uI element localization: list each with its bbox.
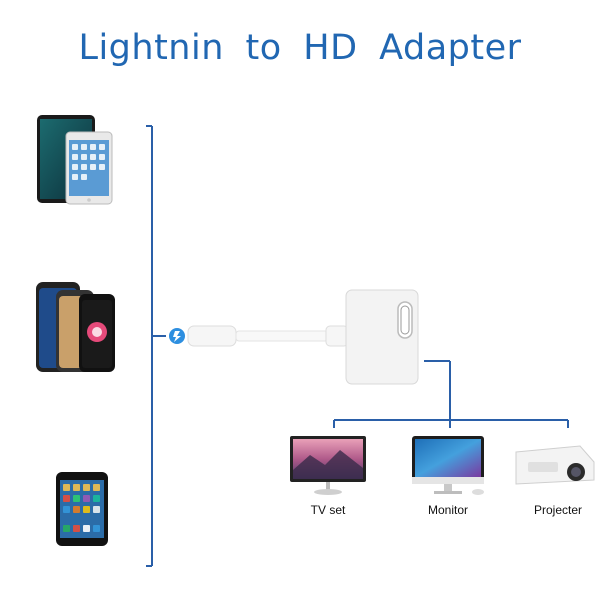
- monitor-label: Monitor: [427, 503, 468, 517]
- tv-icon: [290, 436, 366, 495]
- output-connector: [333, 360, 569, 428]
- projector-label: Projecter: [533, 503, 583, 517]
- input-bracket: [146, 125, 166, 567]
- tv-label: TV set: [310, 503, 346, 517]
- monitor-icon: [412, 436, 484, 495]
- projector-icon: [515, 445, 595, 485]
- iphone-classic-icon: [56, 472, 108, 546]
- ipad-icon: [37, 115, 113, 205]
- adapter-cable: [169, 325, 349, 347]
- iphone-modern-icon: [36, 282, 115, 372]
- page-title: Lightnin to HD Adapter: [78, 28, 522, 68]
- hdmi-adapter-body: [345, 289, 419, 385]
